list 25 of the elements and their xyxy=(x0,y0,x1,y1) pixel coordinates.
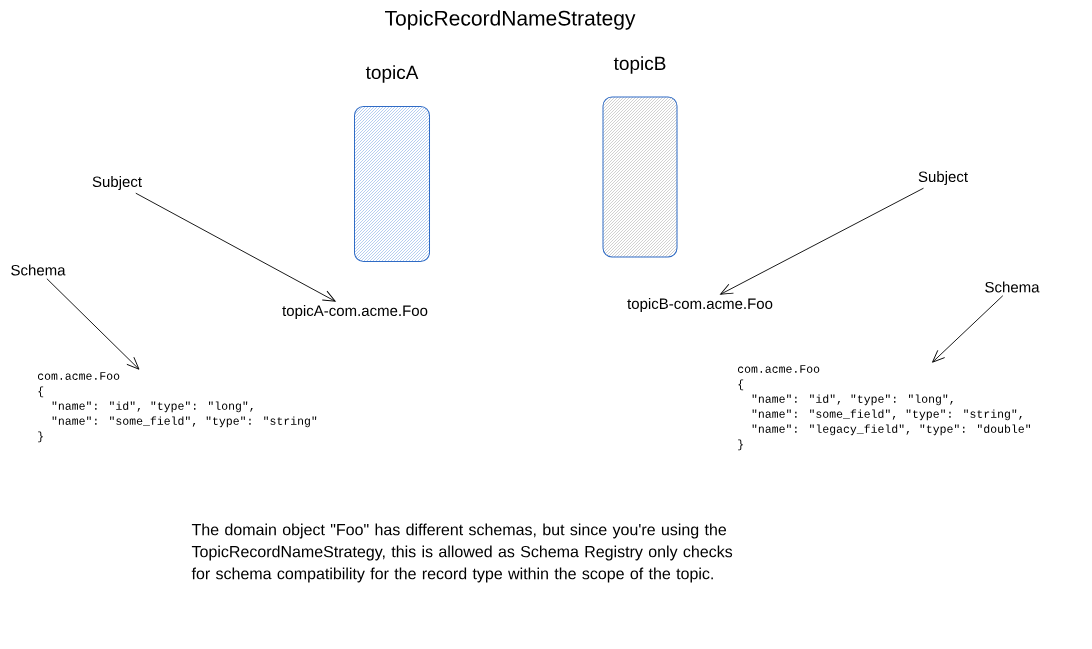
arrow xyxy=(46,278,140,370)
arrow xyxy=(135,192,336,302)
code-line: com.acme.Foo xyxy=(37,372,120,380)
code-line: "name": "some_field", "type": "string" xyxy=(52,416,317,428)
code-line: "name": "some_field", "type": "string", xyxy=(752,409,1022,421)
arrow xyxy=(932,295,1004,363)
code-line: } xyxy=(38,431,43,443)
arrow xyxy=(720,187,924,295)
diagram-title: TopicRecordNameStrategy xyxy=(385,10,636,30)
code-line: { xyxy=(38,386,44,398)
code-line: "name": "id", "type": "long", xyxy=(752,394,953,406)
text-label: topicA-com.acme.Foo xyxy=(282,305,428,319)
code-line: "name": "id", "type": "long", xyxy=(52,401,253,413)
note-text: The domain object "Foo" has different schemas, but since you're using the TopicRecordNameStrategy, this is allowed as Schema Registry only checks for schema compatibility for the record type within the scope of the topic. xyxy=(191,523,733,583)
text-label: Schema xyxy=(11,264,66,276)
topic-heading: topicA xyxy=(365,65,419,83)
code-line: com.acme.Foo xyxy=(737,365,820,373)
code-line: { xyxy=(738,379,744,391)
text-label: Subject xyxy=(918,171,968,185)
code-line: "name": "legacy_field", "type": "double" xyxy=(752,424,1031,436)
text-label: Schema xyxy=(985,281,1040,293)
text-label: topicB-com.acme.Foo xyxy=(627,298,773,312)
code-line: } xyxy=(738,439,743,451)
text-label: Subject xyxy=(92,176,142,190)
topic-heading: topicB xyxy=(613,56,666,74)
